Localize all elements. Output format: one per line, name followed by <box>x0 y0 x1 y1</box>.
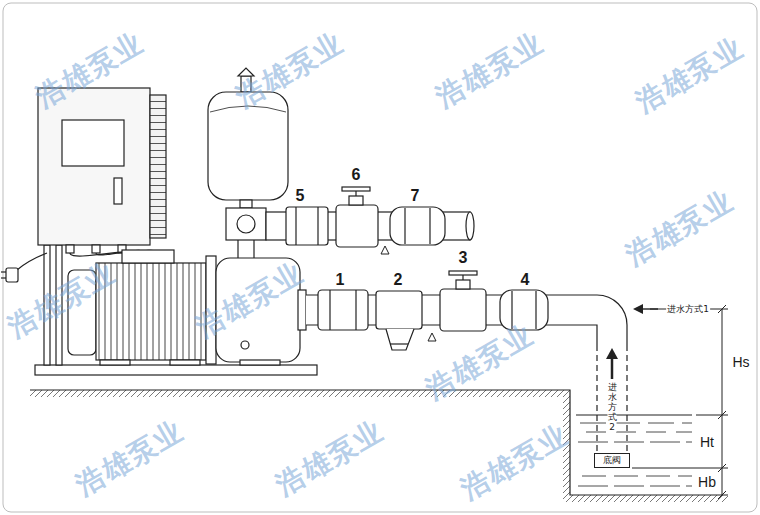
watermark-text: 浩雄泵业 <box>429 24 552 117</box>
dimension-label: Hb <box>697 474 717 490</box>
node-text: 底阀 <box>603 455 621 466</box>
callout-number: 3 <box>457 249 470 267</box>
watermark-text: 浩雄泵业 <box>619 182 742 275</box>
watermark-text: 浩雄泵业 <box>454 416 577 509</box>
dimension-label: Hs <box>731 354 750 370</box>
callout-number: 5 <box>294 187 307 205</box>
callout-number: 1 <box>334 271 347 289</box>
callout-number: 6 <box>350 166 363 184</box>
callout-number: 4 <box>519 271 532 289</box>
foot-valve-box: 底阀 <box>594 453 630 468</box>
watermark-text: 浩雄泵业 <box>269 412 392 505</box>
watermark-text: 浩雄泵业 <box>69 412 192 505</box>
inlet-label: 进水方式2 <box>608 383 617 432</box>
dimension-label: Ht <box>699 434 715 450</box>
watermark-text: 浩雄泵业 <box>629 29 752 122</box>
callout-number: 7 <box>409 187 422 205</box>
inlet-label: 进水方式1 <box>666 303 710 316</box>
callout-number: 2 <box>392 271 405 289</box>
